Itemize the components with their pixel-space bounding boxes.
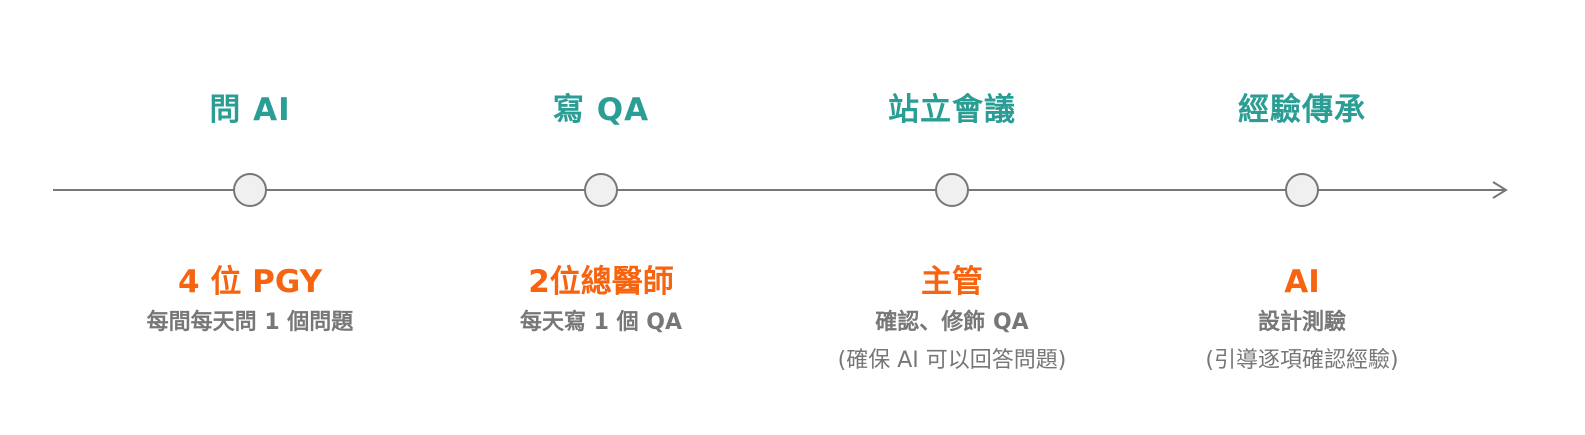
arrow-right-icon <box>1492 181 1508 199</box>
stage-1-title: 問 AI <box>209 92 291 128</box>
stage-1-task: 每間每天問 1 個問題 <box>146 310 354 335</box>
timeline-node-2 <box>584 173 618 207</box>
stage-2-title: 寫 QA <box>552 92 650 128</box>
stage-1-role: 4 位 PGY <box>177 264 323 300</box>
stage-3-task: 確認、修飾 QA <box>875 310 1029 335</box>
timeline-node-1 <box>233 173 267 207</box>
stage-1-details: 4 位 PGY 每間每天問 1 個問題 <box>80 262 420 338</box>
stage-3-note: (確保 AI 可以回答問題) <box>837 348 1067 373</box>
stage-4-details: AI 設計測驗 (引導逐項確認經驗) <box>1132 262 1472 376</box>
stage-2-role: 2位總醫師 <box>528 264 674 300</box>
stage-3-title: 站立會議 <box>888 92 1016 128</box>
stage-4-role: AI <box>1284 264 1320 300</box>
timeline-node-3 <box>935 173 969 207</box>
stage-2-details: 2位總醫師 每天寫 1 個 QA <box>431 262 771 338</box>
timeline-node-4 <box>1285 173 1319 207</box>
stage-3-details: 主管 確認、修飾 QA (確保 AI 可以回答問題) <box>782 262 1122 376</box>
stage-2-task: 每天寫 1 個 QA <box>519 310 682 335</box>
stage-4-title: 經驗傳承 <box>1238 92 1366 128</box>
stage-3-role: 主管 <box>921 264 983 300</box>
stage-4-note: (引導逐項確認經驗) <box>1205 348 1399 373</box>
stage-4-task: 設計測驗 <box>1257 310 1346 335</box>
